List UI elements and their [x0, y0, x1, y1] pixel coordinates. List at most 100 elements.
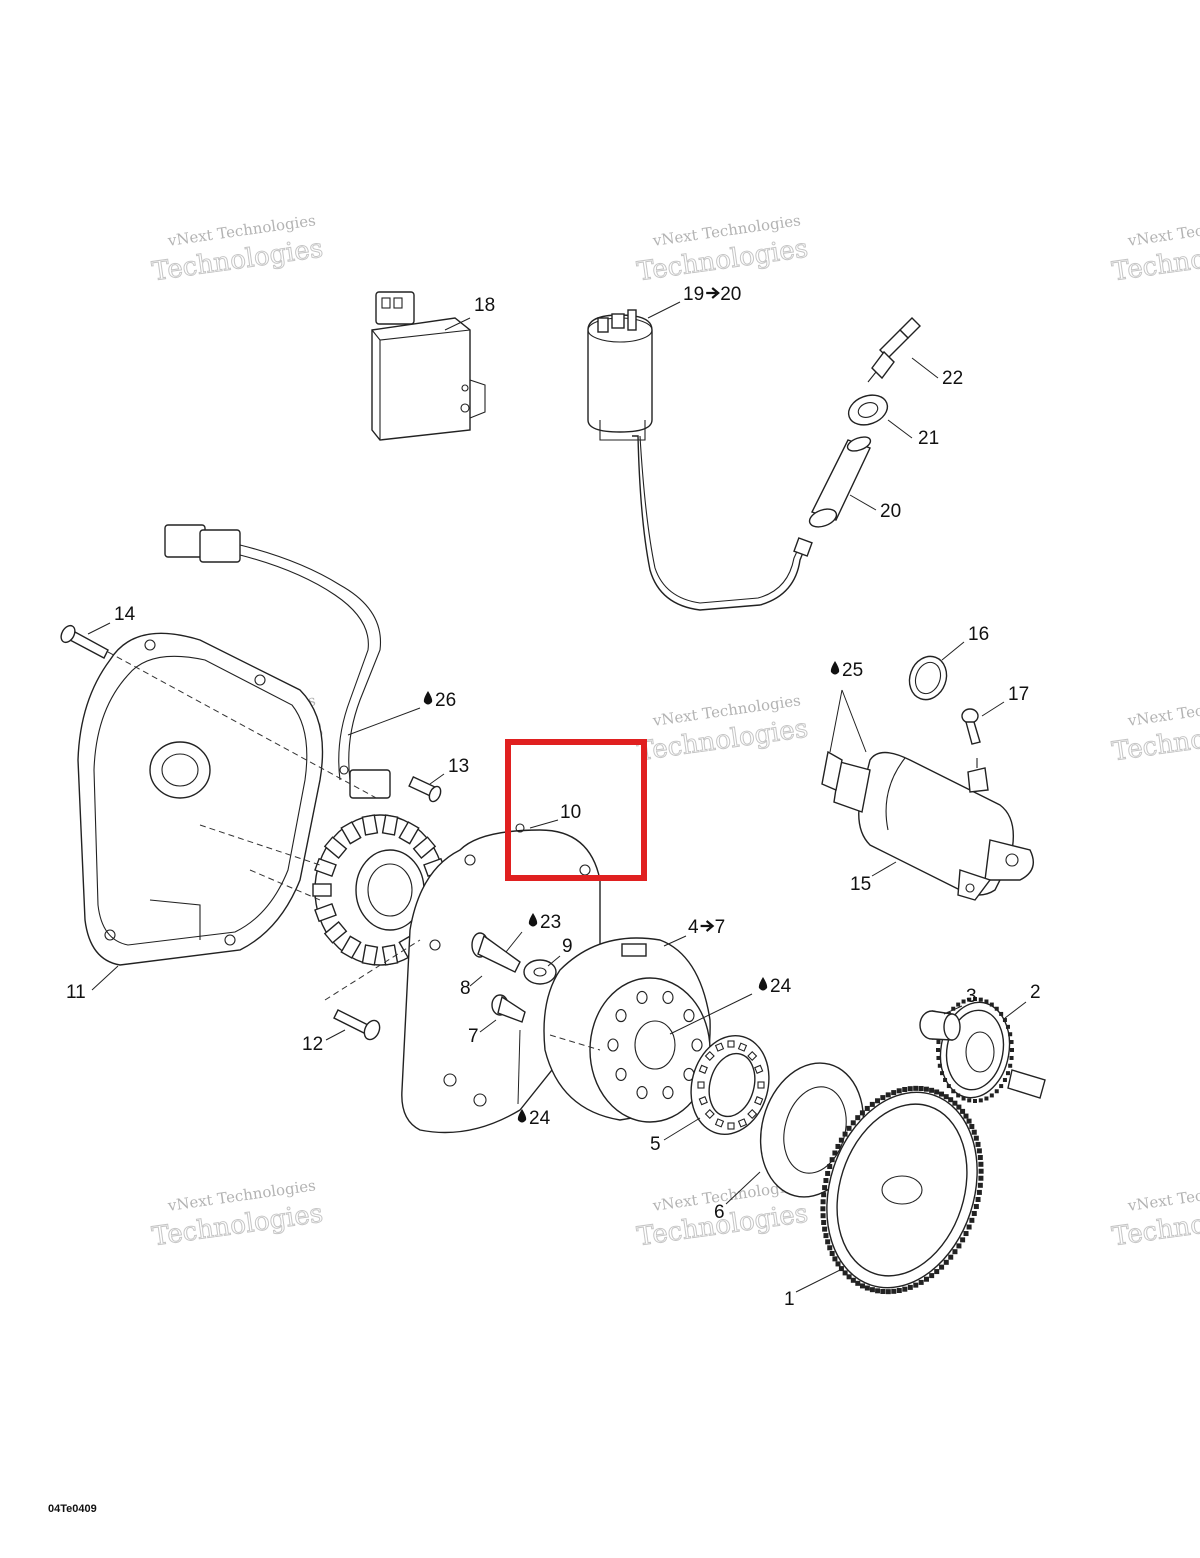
part-8-bolt[interactable]: [471, 932, 521, 973]
part-3-bushing[interactable]: [919, 1010, 961, 1041]
highlight-box: [505, 739, 647, 881]
callout-24a[interactable]: 24: [669, 976, 792, 1035]
part-4-rotor[interactable]: [543, 937, 711, 1123]
leader-line: [911, 357, 939, 379]
part-17-bolt[interactable]: [961, 708, 981, 745]
callout-number: 15: [850, 874, 871, 895]
leader-line: [795, 1269, 841, 1293]
range-arrow-icon: [706, 287, 720, 299]
callout-8[interactable]: 8: [460, 975, 483, 999]
callout-12[interactable]: 12: [302, 1029, 346, 1055]
callout-number: 14: [114, 604, 136, 625]
callout-24b[interactable]: 24: [517, 1029, 551, 1129]
leader-line: [505, 931, 523, 953]
part-2-idler-gear[interactable]: [933, 997, 1046, 1103]
part-1-starter-gear[interactable]: [803, 1073, 1002, 1308]
callout-11[interactable]: 11: [66, 965, 119, 1003]
callout-13[interactable]: 13: [429, 756, 469, 785]
callout-7[interactable]: 7: [468, 1019, 497, 1047]
callout-21[interactable]: 21: [887, 419, 939, 449]
leader-line: [669, 993, 753, 1035]
callout-number: 17: [1008, 684, 1029, 705]
callout-16[interactable]: 16: [941, 624, 989, 661]
callout-number: 13: [448, 756, 469, 777]
stator-wiring-harness[interactable]: [164, 524, 391, 799]
part-22-spark-plug[interactable]: [867, 317, 921, 383]
leader-line: [1004, 1001, 1027, 1019]
callout-17[interactable]: 17: [981, 684, 1029, 717]
callout-number: 21: [918, 428, 939, 449]
callout-18[interactable]: 18: [444, 295, 495, 331]
callout-5[interactable]: 5: [650, 1117, 701, 1155]
callout-22[interactable]: 22: [911, 357, 963, 389]
leader-line: [725, 1171, 761, 1205]
part-16-o-ring[interactable]: [904, 651, 953, 705]
callout-number: 7: [468, 1026, 479, 1047]
leader-line: [429, 773, 445, 785]
callout-number: 12: [302, 1034, 323, 1055]
lubricant-drop-icon: [517, 1109, 527, 1123]
assembly-axis-lines: [107, 651, 601, 1051]
callout-26[interactable]: 26: [347, 690, 456, 736]
callout-number: 11: [66, 982, 86, 1003]
callout-number: 26: [435, 690, 456, 711]
leader-line: [943, 1005, 963, 1015]
callout-number: 19: [683, 284, 704, 305]
callout-number: 8: [460, 978, 471, 999]
leader-line: [547, 955, 561, 967]
callout-number: 25: [842, 660, 863, 681]
leader-line: [941, 641, 965, 661]
callout-number: 22: [942, 368, 963, 389]
callout-number: 24: [529, 1108, 551, 1129]
part-21-seal[interactable]: [844, 390, 891, 430]
callout-9[interactable]: 9: [547, 936, 573, 967]
watermark-line1: vNext Technologies: [1126, 211, 1200, 250]
watermark-line1: vNext Technologies: [1126, 691, 1200, 730]
leader-line: [829, 689, 843, 753]
callout-number: 18: [474, 295, 495, 316]
callout-number: 20: [880, 501, 901, 522]
leader-line: [981, 701, 1005, 717]
callout-20[interactable]: 20: [849, 494, 901, 522]
part-20-spark-plug-cap[interactable]: [807, 434, 872, 530]
callout-1[interactable]: 1: [784, 1269, 841, 1310]
part-12-bolt[interactable]: [333, 1009, 383, 1042]
callout-25[interactable]: 25: [829, 660, 867, 753]
lubricant-drop-icon: [528, 913, 538, 927]
callout-3[interactable]: 3: [943, 986, 977, 1015]
callout-6[interactable]: 6: [714, 1171, 761, 1223]
part-14-bolt[interactable]: [58, 623, 109, 659]
callout-14[interactable]: 14: [87, 604, 136, 635]
leader-line: [479, 1019, 497, 1033]
part-11-magneto-cover[interactable]: [77, 632, 324, 966]
lubricant-drop-icon: [830, 661, 840, 675]
lubricant-drop-icon: [423, 691, 433, 705]
leader-line: [647, 301, 681, 319]
part-13-screw[interactable]: [408, 776, 443, 803]
part-19-ignition-coil[interactable]: [587, 309, 813, 611]
callout-15[interactable]: 15: [850, 861, 897, 895]
leader-line: [663, 1117, 701, 1141]
part-18-cdi-module[interactable]: [371, 291, 486, 441]
part-15-starter-motor[interactable]: [821, 750, 1034, 901]
leader-line: [325, 1029, 346, 1041]
leader-line: [887, 419, 913, 439]
callout-number: 1: [784, 1289, 795, 1310]
part-5-sprag-clutch[interactable]: [680, 1027, 779, 1143]
callout-2[interactable]: 2: [1004, 982, 1041, 1019]
callout-10[interactable]: 10: [529, 802, 581, 829]
callout-23[interactable]: 23: [505, 912, 561, 953]
figure-code: 04Te0409: [48, 1503, 97, 1515]
callout-number: 3: [966, 986, 977, 1007]
leader-line: [871, 861, 897, 877]
leader-line: [841, 689, 867, 753]
part-7-pin[interactable]: [491, 994, 526, 1023]
leader-line: [529, 819, 559, 829]
